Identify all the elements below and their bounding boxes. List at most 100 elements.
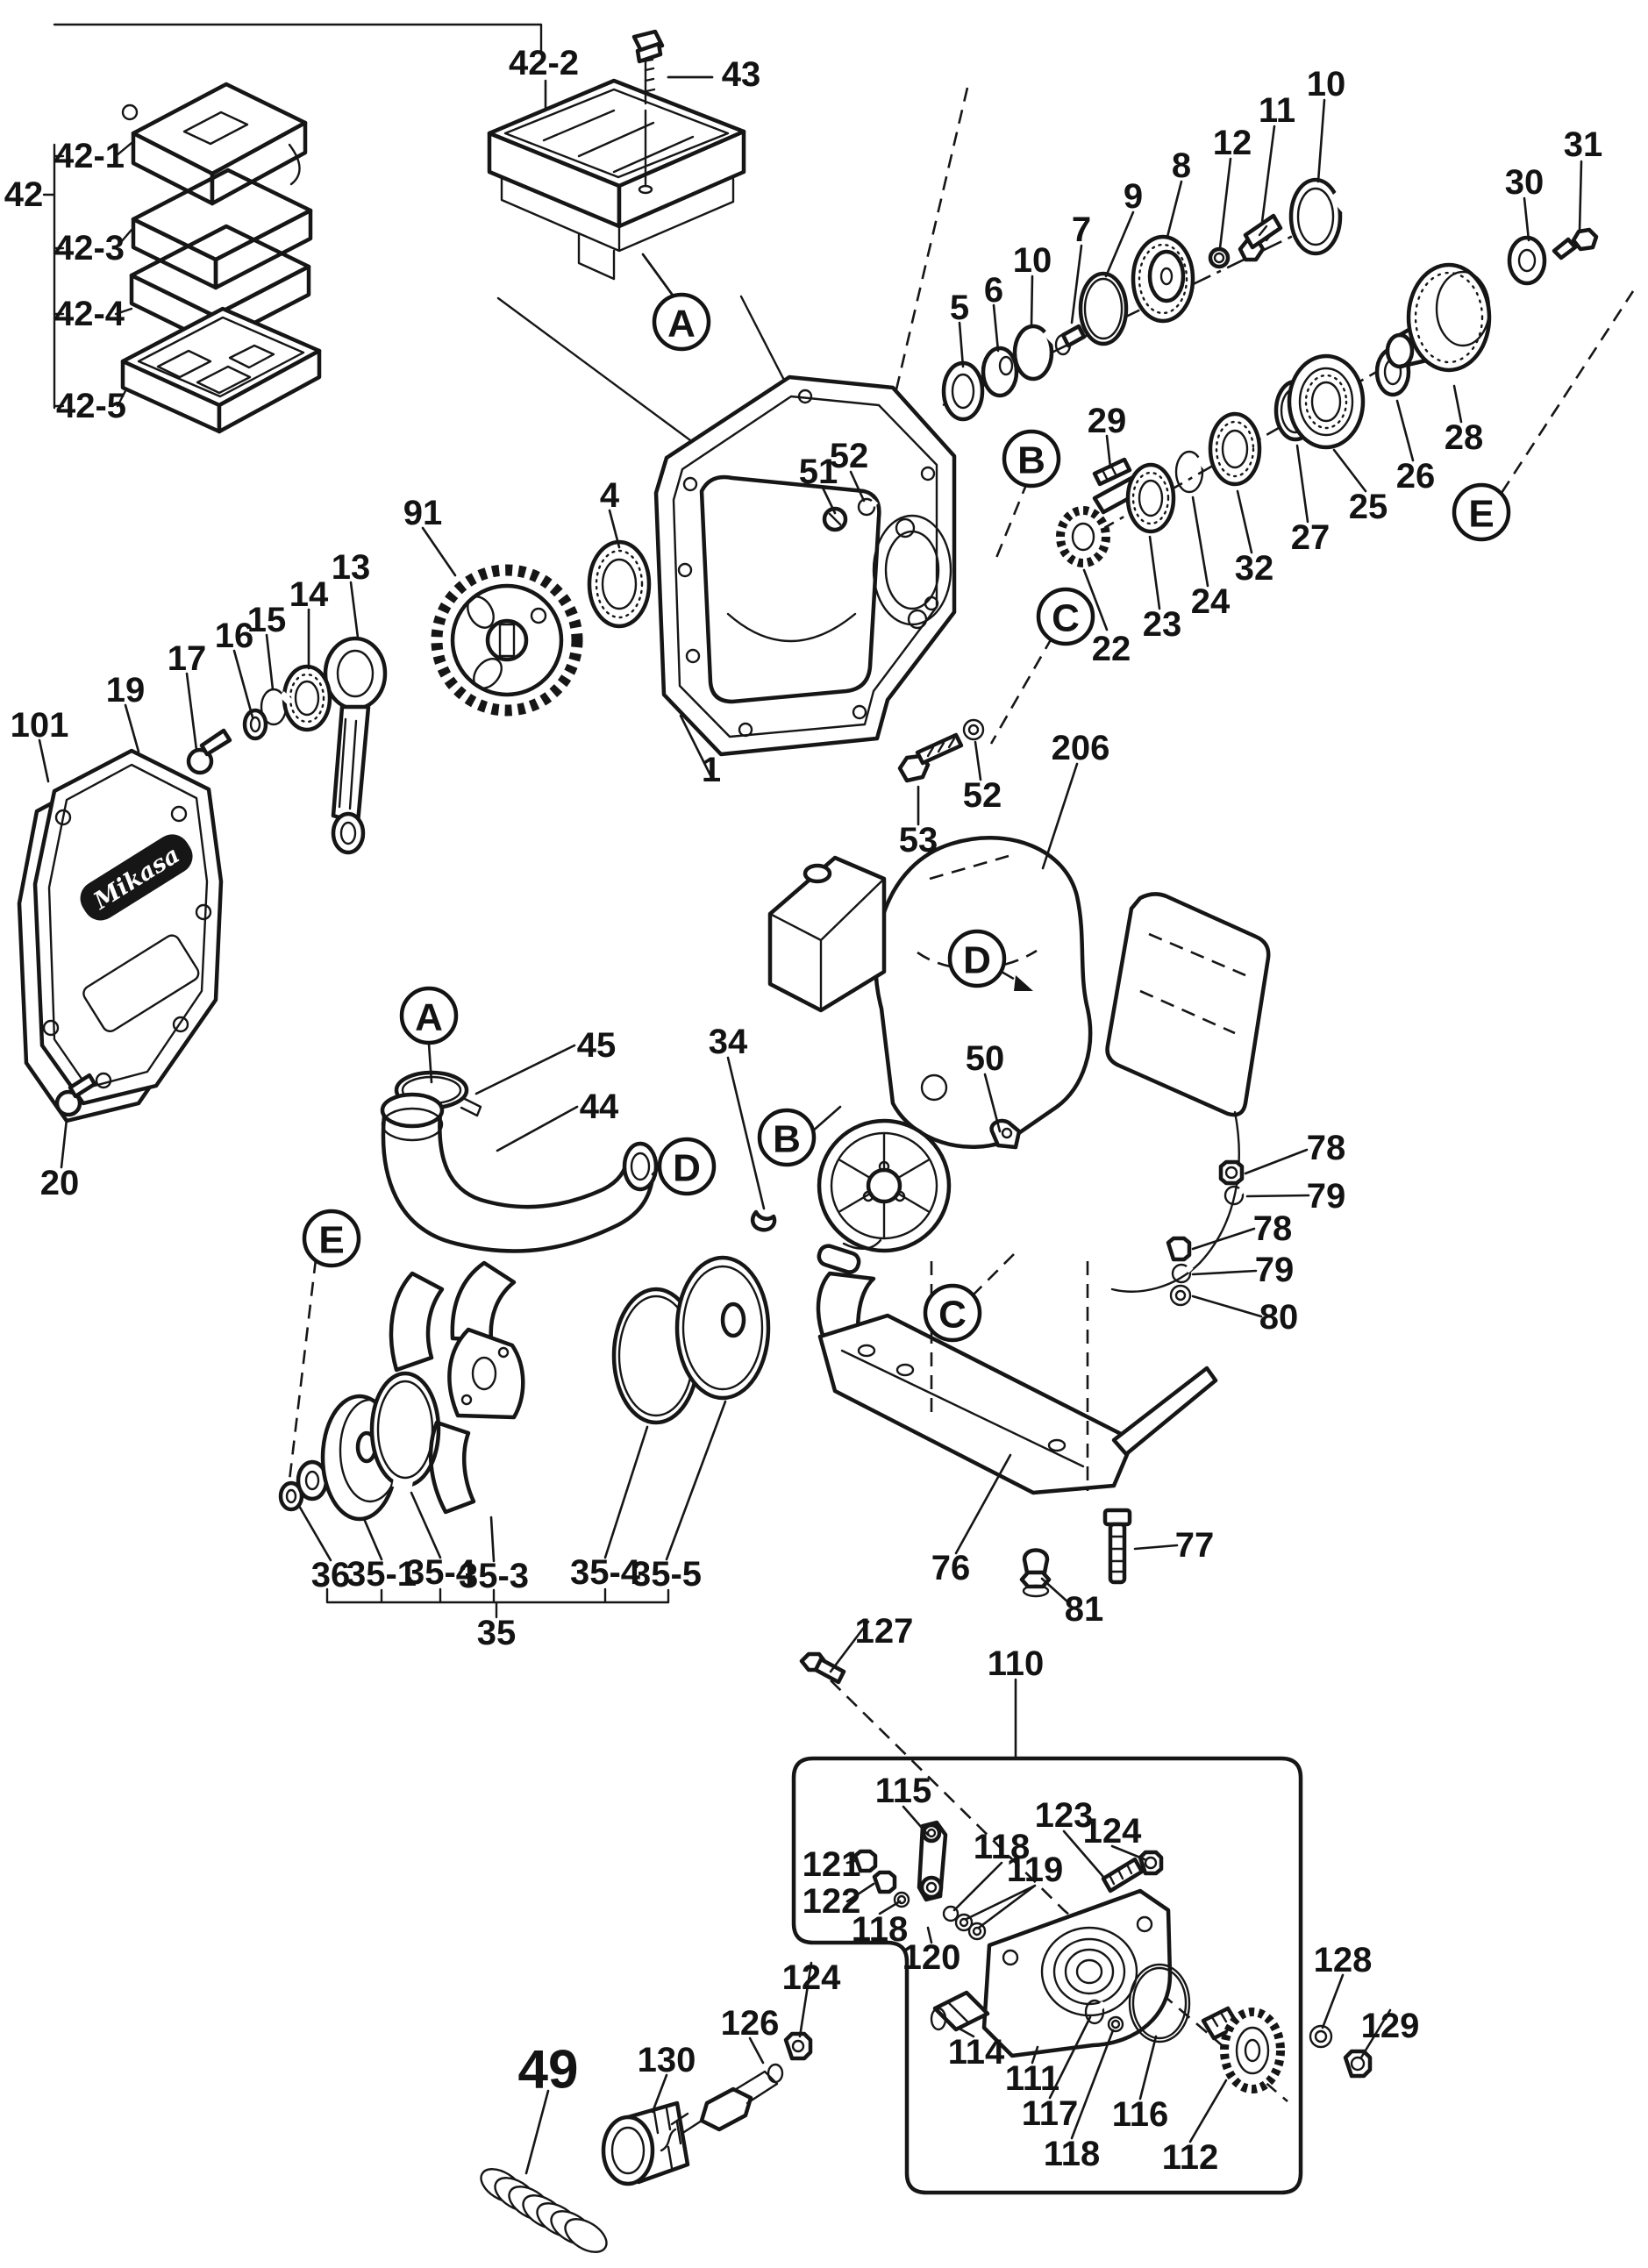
crankcase-drawing: [587, 374, 985, 783]
part-label-28: 28: [1445, 418, 1484, 457]
part-label-121: 121: [803, 1845, 861, 1884]
svg-text:D: D: [963, 939, 991, 982]
part-label-19: 19: [106, 671, 146, 710]
svg-text:C: C: [1052, 597, 1080, 640]
part-label-10: 10: [1307, 65, 1346, 103]
clutch-drawing: [278, 1255, 771, 1619]
air-cleaner-drawing: [42, 23, 826, 519]
part-label-13: 13: [332, 548, 371, 587]
svg-text:B: B: [773, 1118, 801, 1161]
part-label-130: 130: [638, 2041, 696, 2079]
governor-box-drawing: [480, 1651, 1373, 2253]
part-label-123: 123: [1035, 1796, 1094, 1835]
engine-assembly-drawing: [750, 836, 1271, 1598]
part-label-77: 77: [1175, 1526, 1215, 1565]
part-label-127: 127: [855, 1612, 914, 1651]
part-label-30: 30: [1505, 163, 1545, 202]
gear-rod-cover-drawing: Mikasa: [17, 564, 583, 1123]
part-label-22: 22: [1092, 630, 1131, 668]
part-label-29: 29: [1088, 402, 1127, 440]
part-label-111: 111: [1005, 2059, 1059, 2098]
part-label-42-1: 42-1: [54, 137, 125, 175]
part-label-1: 1: [702, 751, 721, 789]
part-label-81: 81: [1065, 1590, 1104, 1629]
part-label-36: 36: [311, 1556, 351, 1594]
part-label-35-4: 35-4: [570, 1553, 641, 1592]
part-label-78: 78: [1307, 1129, 1346, 1167]
part-label-52: 52: [830, 437, 869, 475]
part-label-42-4: 42-4: [54, 295, 125, 333]
part-label-6: 6: [984, 271, 1003, 310]
part-label-32: 32: [1235, 549, 1274, 588]
part-label-7: 7: [1072, 210, 1091, 249]
svg-text:A: A: [667, 303, 696, 346]
part-label-122: 122: [803, 1882, 861, 1921]
part-label-79: 79: [1255, 1251, 1295, 1289]
part-label-118: 118: [852, 1910, 909, 1949]
callout-A: A: [399, 986, 459, 1045]
part-label-51: 51: [799, 453, 838, 491]
part-label-101: 101: [11, 706, 69, 745]
part-label-114: 114: [948, 2033, 1005, 2072]
part-label-31: 31: [1564, 125, 1603, 164]
part-label-76: 76: [931, 1549, 971, 1587]
part-label-124: 124: [1083, 1812, 1142, 1851]
callout-E: E: [1452, 482, 1511, 542]
callout-C: C: [923, 1283, 982, 1343]
part-label-5: 5: [950, 289, 969, 327]
svg-text:A: A: [415, 996, 443, 1039]
part-label-49: 49: [518, 2040, 579, 2100]
svg-text:E: E: [318, 1219, 344, 1262]
part-label-206: 206: [1052, 729, 1110, 767]
part-label-118: 118: [1044, 2135, 1101, 2173]
part-label-117: 117: [1022, 2094, 1079, 2133]
part-label-53: 53: [899, 821, 938, 859]
part-label-20: 20: [40, 1164, 80, 1202]
part-label-42-3: 42-3: [54, 229, 125, 267]
leader-lines: [38, 75, 1583, 2175]
part-label-119: 119: [1007, 1851, 1064, 1889]
callout-B: B: [1002, 429, 1061, 489]
part-label-23: 23: [1143, 605, 1182, 644]
crankshaft-parts-drawing: [941, 177, 1599, 422]
part-label-45: 45: [577, 1026, 617, 1065]
part-label-8: 8: [1172, 146, 1191, 185]
part-label-35-4: 35-4: [405, 1553, 476, 1592]
part-label-17: 17: [168, 639, 207, 678]
part-label-116: 116: [1112, 2095, 1169, 2134]
part-label-52: 52: [963, 776, 1002, 815]
part-label-35: 35: [477, 1614, 517, 1652]
intake-elbow-drawing: [288, 1070, 659, 1481]
callout-C: C: [1036, 587, 1095, 646]
part-label-27: 27: [1291, 518, 1331, 557]
svg-text:C: C: [938, 1294, 967, 1337]
svg-text:B: B: [1017, 439, 1045, 482]
callout-circles: A A B B C C D D E E: [302, 292, 1511, 1343]
part-label-79: 79: [1307, 1177, 1346, 1216]
callout-B: B: [757, 1108, 817, 1167]
svg-text:E: E: [1468, 493, 1494, 536]
part-label-129: 129: [1361, 2007, 1420, 2045]
part-label-118: 118: [974, 1828, 1031, 1866]
part-label-10: 10: [1013, 241, 1052, 280]
callout-D: D: [657, 1137, 717, 1196]
part-label-44: 44: [580, 1088, 619, 1126]
part-label-35-3: 35-3: [459, 1557, 529, 1595]
part-label-43: 43: [722, 55, 761, 94]
part-label-42-5: 42-5: [56, 387, 126, 425]
part-label-50: 50: [966, 1039, 1005, 1078]
part-label-15: 15: [247, 601, 287, 639]
part-label-25: 25: [1349, 488, 1388, 526]
callout-A: A: [652, 292, 711, 352]
part-label-24: 24: [1191, 582, 1231, 621]
part-label-9: 9: [1124, 177, 1143, 216]
callout-D: D: [947, 929, 1007, 988]
part-label-35-1: 35-1: [346, 1555, 417, 1594]
part-label-124: 124: [782, 1958, 841, 1997]
part-label-115: 115: [875, 1772, 932, 1810]
part-label-128: 128: [1314, 1941, 1373, 1979]
part-label-12: 12: [1213, 124, 1252, 162]
